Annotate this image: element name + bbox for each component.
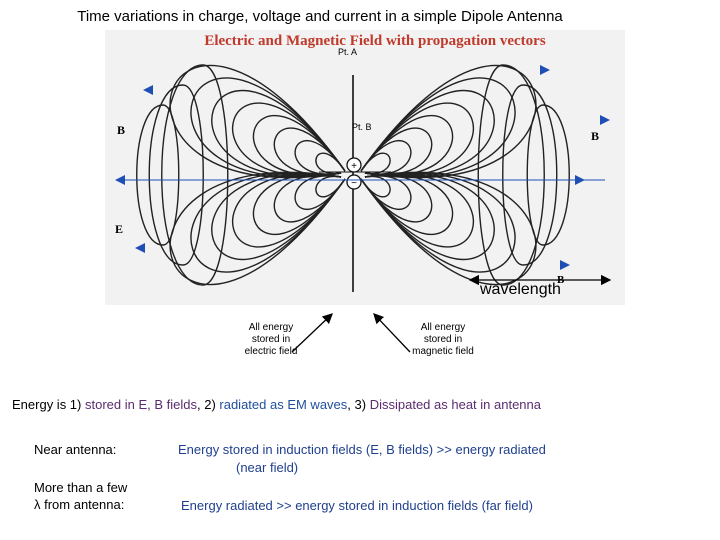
magnetic-note-line-3: magnetic field	[412, 346, 474, 357]
point-a-label: Pt. A	[338, 47, 358, 57]
field-loop	[294, 175, 346, 211]
electric-note-line-3: electric field	[244, 346, 298, 357]
energy-summary: Energy is 1) stored in E, B fields, 2) r…	[12, 397, 541, 412]
near-antenna-label: Near antenna:	[34, 442, 117, 457]
field-loop	[315, 175, 346, 198]
field-loop	[360, 77, 516, 178]
energy-dissipated: Dissipated as heat in antenna	[369, 397, 541, 412]
magnetic-pointer-arrow	[373, 313, 411, 353]
near-field-text-2: (near field)	[236, 460, 299, 475]
field-loop	[360, 175, 391, 198]
field-loop	[360, 172, 516, 273]
far-field-text: Energy radiated >> energy stored in indu…	[181, 498, 533, 513]
field-loop	[360, 175, 412, 211]
minus-sign: −	[351, 178, 357, 189]
figure-title: Electric and Magnetic Field with propaga…	[204, 33, 546, 49]
energy-stored: stored in E, B fields	[84, 397, 197, 412]
field-loop	[526, 104, 570, 246]
electric-note-line-2: stored in	[251, 334, 291, 345]
letter-b-left: B	[117, 123, 125, 137]
letter-e-left: E	[115, 222, 123, 236]
propagation-arrows	[115, 65, 610, 270]
magnetic-note-line-2: stored in	[423, 334, 463, 345]
electric-note-line-1: All energy	[248, 322, 294, 333]
wavelength-label: wavelength	[480, 281, 561, 298]
field-loop	[502, 84, 558, 266]
field-loop	[360, 152, 391, 175]
field-lines	[136, 64, 570, 286]
energy-sep-1: , 2)	[196, 397, 220, 412]
field-loop	[294, 139, 346, 175]
energy-prefix: Energy is 1)	[12, 397, 85, 412]
field-loop	[169, 171, 346, 286]
magnetic-note-line-1: All energy	[420, 322, 466, 333]
propagation-arrowhead	[540, 65, 550, 75]
dipole-field-diagram: + − B E B B	[105, 30, 625, 305]
field-loop	[360, 171, 537, 286]
field-loop	[148, 84, 204, 266]
propagation-arrowhead	[560, 260, 570, 270]
field-loop	[136, 104, 180, 246]
field-loop	[190, 172, 346, 273]
feed-point-bottom	[346, 174, 362, 190]
field-loop	[315, 152, 346, 175]
propagation-arrowhead	[600, 115, 610, 125]
propagation-arrowhead	[143, 85, 153, 95]
electric-pointer-arrow	[291, 313, 333, 353]
plus-sign: +	[351, 161, 357, 172]
slide-title: Time variations in charge, voltage and c…	[77, 8, 563, 25]
field-loop	[360, 64, 537, 179]
far-label-line-1: More than a few	[34, 480, 128, 495]
electric-energy-note: All energy stored in electric field	[226, 322, 316, 358]
field-loop	[169, 64, 346, 179]
point-b-label: Pt. B	[352, 122, 372, 132]
field-loop	[360, 139, 412, 175]
near-field-text: Energy stored in induction fields (E, B …	[178, 442, 546, 457]
magnetic-energy-note: All energy stored in magnetic field	[398, 322, 488, 358]
letter-b-right: B	[591, 129, 599, 143]
energy-sep-2: , 3)	[347, 397, 370, 412]
far-label-line-2: λ from antenna:	[34, 497, 125, 512]
energy-radiated: radiated as EM waves	[219, 397, 348, 412]
field-loop	[161, 64, 229, 286]
propagation-arrowhead	[135, 243, 145, 253]
field-loop	[190, 77, 346, 178]
